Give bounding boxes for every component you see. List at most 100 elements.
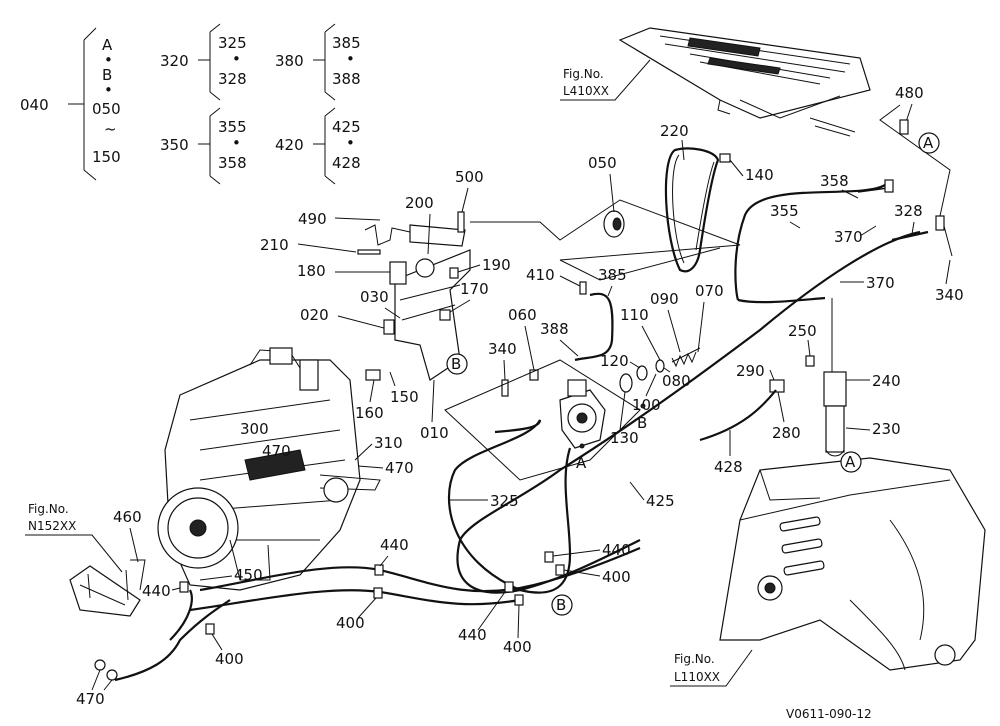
group-380: 380 385 • 388 <box>275 23 361 101</box>
group-key: 040 <box>20 96 49 114</box>
callout-b-bottom: B <box>556 596 566 614</box>
svg-text:355: 355 <box>218 118 247 136</box>
washer-110 <box>655 359 665 373</box>
callout-b-low: B <box>637 414 647 432</box>
callout-050: 050 <box>588 154 617 172</box>
callout-428: 428 <box>714 458 743 476</box>
callout-500: 500 <box>455 168 484 186</box>
callout-440-c: 440 <box>602 541 631 559</box>
pipe-385 <box>574 292 614 362</box>
callout-425: 425 <box>646 492 675 510</box>
left-fitting-assembly <box>69 559 146 681</box>
pulley-050 <box>603 210 625 238</box>
callout-070: 070 <box>695 282 724 300</box>
callout-020: 020 <box>300 306 329 324</box>
callout-440-left: 440 <box>142 582 171 600</box>
callout-325: 325 <box>490 492 519 510</box>
clamp-440-a <box>374 564 384 576</box>
pulley-180 <box>415 258 435 278</box>
callout-470-engine: 470 <box>262 442 291 460</box>
hose-355-end <box>737 296 826 304</box>
svg-text:325: 325 <box>218 34 247 52</box>
callout-a-low: A <box>576 454 587 472</box>
fitting-340-right <box>943 225 953 257</box>
spring-coils <box>671 351 697 368</box>
svg-text:425: 425 <box>332 118 361 136</box>
svg-text:•: • <box>104 81 113 99</box>
callout-060: 060 <box>508 306 537 324</box>
svg-text:•: • <box>346 50 355 68</box>
bolt-500 <box>457 211 465 233</box>
hose-450-lower <box>189 589 521 612</box>
callout-110: 110 <box>620 306 649 324</box>
hose-355 <box>734 184 886 301</box>
bolt-250 <box>805 355 815 367</box>
svg-text:385: 385 <box>332 34 361 52</box>
hose-450 <box>199 546 641 593</box>
callout-130: 130 <box>610 429 639 447</box>
pump-assembly <box>559 379 606 449</box>
svg-text:L410XX: L410XX <box>563 84 609 98</box>
clamp-400-a <box>373 587 383 599</box>
hose-left-vertical <box>169 589 193 641</box>
callout-355: 355 <box>770 202 799 220</box>
svg-text:•: • <box>232 50 241 68</box>
callout-b-mid: B <box>451 355 461 373</box>
callout-410: 410 <box>526 266 555 284</box>
top-frame-drawing <box>618 27 871 137</box>
group-420: 420 425 • 428 <box>275 107 361 185</box>
callout-100: 100 <box>632 396 661 414</box>
callout-388: 388 <box>540 320 569 338</box>
fig-ref-l410xx: Fig.No. L410XX <box>560 59 651 101</box>
group-350: 350 355 • 358 <box>160 107 247 185</box>
callout-030: 030 <box>360 288 389 306</box>
callout-370-top: 370 <box>834 228 863 246</box>
fitting-358 <box>857 187 889 193</box>
callout-140: 140 <box>745 166 774 184</box>
cylinder-230 <box>823 298 847 457</box>
bolt-140-body <box>719 153 731 163</box>
drawing-code: V0611-090-12 <box>786 707 872 721</box>
bolt-410 <box>579 281 587 295</box>
fitting-480 <box>899 119 909 135</box>
callout-400-c: 400 <box>602 568 631 586</box>
callout-180: 180 <box>297 262 326 280</box>
clamp-400-b <box>514 594 524 606</box>
svg-text:•: • <box>104 51 113 69</box>
clamp-400-d <box>205 623 215 635</box>
svg-text:328: 328 <box>218 70 247 88</box>
callout-160: 160 <box>355 404 384 422</box>
hose-325 <box>447 419 572 594</box>
callout-300: 300 <box>240 420 269 438</box>
callout-370-mid: 370 <box>866 274 895 292</box>
bolt-020 <box>383 319 395 335</box>
hose-left-bottom <box>114 599 231 682</box>
svg-text:•: • <box>232 134 241 152</box>
group-320: 320 325 • 328 <box>160 23 247 101</box>
fitting-358-end <box>884 179 894 193</box>
bolt-190 <box>449 267 459 279</box>
svg-text:420: 420 <box>275 136 304 154</box>
callout-400-d: 400 <box>215 650 244 668</box>
callout-210: 210 <box>260 236 289 254</box>
callout-460: 460 <box>113 508 142 526</box>
callout-328: 328 <box>894 202 923 220</box>
callout-120: 120 <box>600 352 629 370</box>
callout-a-top: A <box>923 134 934 152</box>
callout-280: 280 <box>772 424 801 442</box>
callouts: 480 A 220 050 140 358 355 328 370 340 50… <box>76 84 964 708</box>
svg-text:358: 358 <box>218 154 247 172</box>
callout-358: 358 <box>820 172 849 190</box>
callout-470-right: 470 <box>385 459 414 477</box>
svg-text:Fig.No.: Fig.No. <box>563 67 604 81</box>
callout-200: 200 <box>405 194 434 212</box>
callout-170: 170 <box>460 280 489 298</box>
svg-text:N152XX: N152XX <box>28 519 76 533</box>
fig-ref-n152xx: Fig.No. N152XX <box>25 502 123 573</box>
svg-text:B: B <box>102 66 112 84</box>
callout-250: 250 <box>788 322 817 340</box>
svg-text:380: 380 <box>275 52 304 70</box>
svg-text:A: A <box>102 36 113 54</box>
bolt-170 <box>439 309 451 321</box>
